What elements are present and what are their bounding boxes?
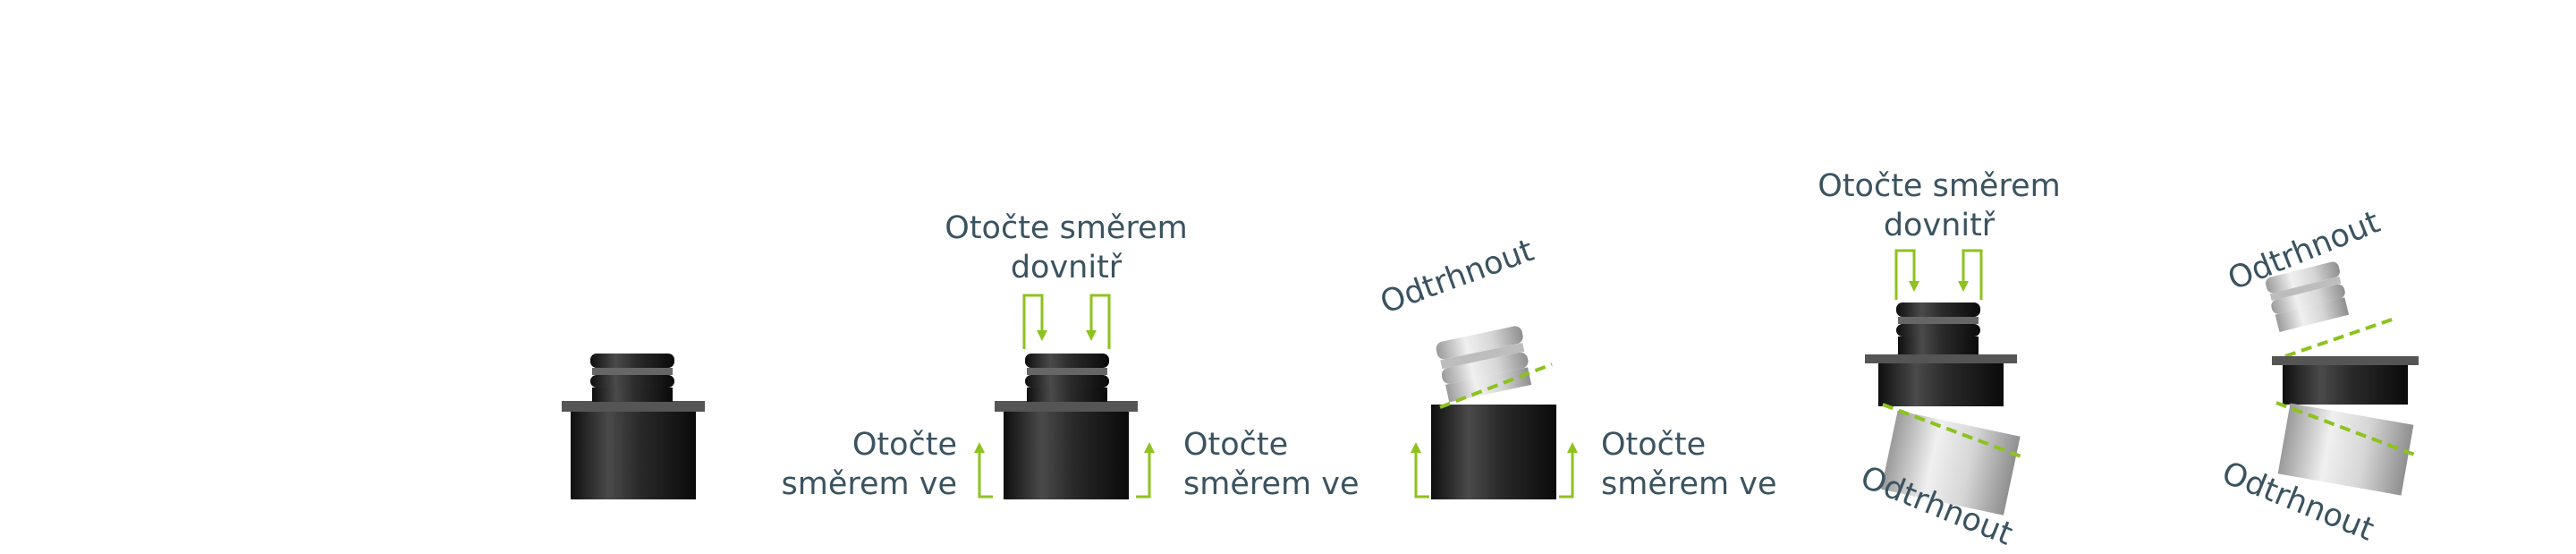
tear-line-icon	[2284, 316, 2398, 358]
tear-line-icon	[2275, 401, 2420, 458]
part-1-fitting	[562, 354, 705, 499]
step4-top-label: Otočte směrem dovnitř	[1805, 166, 2073, 245]
step4-top-line2: dovnitř	[1883, 208, 1996, 243]
part-3-arrows	[1411, 442, 1578, 499]
part-4-fitting	[1865, 303, 2027, 516]
step3-right-line2: směrem ve	[1601, 466, 1777, 502]
tear-line-icon	[1882, 403, 2027, 460]
step2-top-line2: dovnitř	[1010, 250, 1123, 286]
step2-left-line2: směrem ve	[781, 466, 957, 502]
step2-top-line1: Otočte směrem	[945, 210, 1188, 246]
part-2-arrows	[974, 294, 1155, 499]
step2-right-line2: směrem ve	[1183, 466, 1360, 502]
instruction-diagram	[562, 249, 2420, 516]
tear-line-icon	[1439, 362, 1553, 409]
step4-top-line1: Otočte směrem	[1818, 168, 2061, 204]
step3-right-label: Otočte směrem ve	[1601, 425, 1807, 504]
part-2-fitting	[995, 354, 1138, 499]
step2-left-label: Otočte směrem ve	[769, 425, 957, 504]
part-5-fitting	[2266, 261, 2420, 496]
step2-top-label: Otočte směrem dovnitř	[932, 209, 1200, 287]
step2-right-label: Otočte směrem ve	[1183, 425, 1389, 504]
part-3-fitting	[1431, 326, 1556, 499]
step2-left-line1: Otočte	[852, 427, 957, 463]
step3-right-line1: Otočte	[1601, 427, 1707, 463]
step2-right-line1: Otočte	[1183, 427, 1289, 463]
part-4-arrows	[1894, 249, 1983, 300]
